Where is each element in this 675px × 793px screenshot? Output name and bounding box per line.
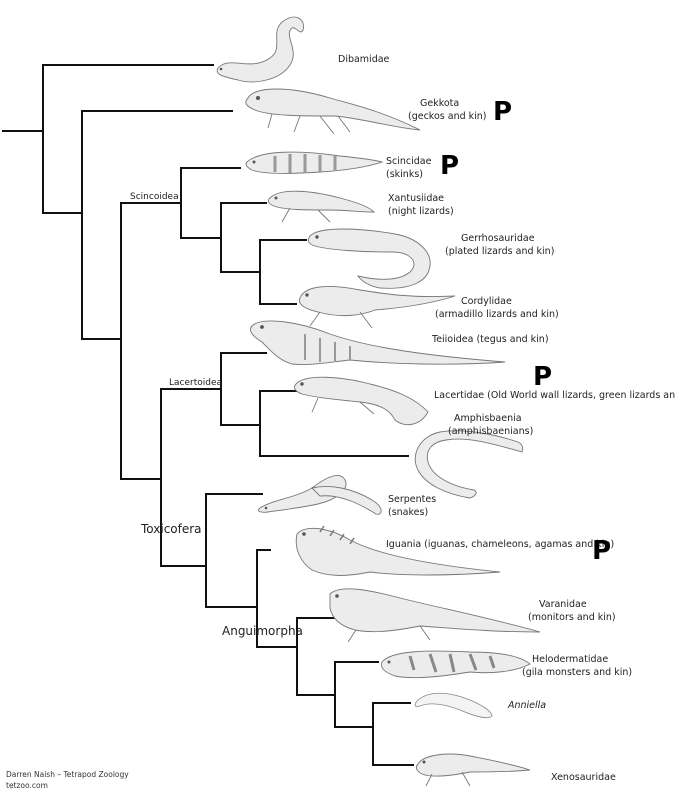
clade-scincoidea: Scincoidea xyxy=(130,192,179,202)
xenosaurid-illustration xyxy=(415,753,531,787)
label-xantusiidae-common: (night lizards) xyxy=(388,206,454,217)
gila-monster-illustration xyxy=(381,650,531,679)
label-gekkota: Gekkota xyxy=(420,98,459,109)
label-anniella: Anniella xyxy=(507,700,546,711)
label-dibamidae: Dibamidae xyxy=(338,54,390,65)
label-serpentes: Serpentes xyxy=(388,494,436,505)
label-amphisbaenia: Amphisbaenia xyxy=(454,413,522,424)
label-xenosauridae: Xenosauridae xyxy=(551,772,616,783)
dibamid-illustration xyxy=(216,16,305,83)
label-gerrhosauridae-common: (plated lizards and kin) xyxy=(445,246,554,257)
lacertid-illustration xyxy=(294,376,429,426)
label-helodermatidae-common: (gila monsters and kin) xyxy=(522,667,632,678)
credit-site: tetzoo.com xyxy=(6,781,48,790)
monitor-illustration xyxy=(329,588,541,643)
label-scincidae: Scincidae xyxy=(386,156,432,167)
tree-branches xyxy=(2,64,414,766)
clade-lacertoidea: Lacertoidea xyxy=(169,378,222,388)
label-gekkota-common: (geckos and kin) xyxy=(408,111,487,122)
clade-anguimorpha: Anguimorpha xyxy=(222,624,303,638)
label-teiioidea: Teiioidea (tegus and kin) xyxy=(431,334,549,345)
gerrhosaurid-illustration xyxy=(307,228,431,289)
label-scincidae-common: (skinks) xyxy=(386,169,423,180)
label-lacertidae: Lacertidae (Old World wall lizards, gree… xyxy=(434,390,675,401)
clade-toxicofera: Toxicofera xyxy=(140,522,202,536)
illustrations xyxy=(216,16,541,787)
label-xantusiidae: Xantusiidae xyxy=(388,193,444,204)
xantusiid-illustration xyxy=(267,190,376,223)
credit: Darren Naish – Tetrapod Zoology tetzoo.c… xyxy=(6,770,129,790)
label-amphisbaenia-common: (amphisbaenians) xyxy=(448,426,533,437)
label-cordylidae-common: (armadillo lizards and kin) xyxy=(435,309,559,320)
p-markers: P P P P xyxy=(440,97,611,566)
amphisbaenian-illustration xyxy=(414,430,524,499)
label-serpentes-common: (snakes) xyxy=(388,507,428,518)
p-marker-iguania: P xyxy=(592,536,611,566)
cordylid-illustration xyxy=(298,286,456,329)
skink-illustration xyxy=(245,151,384,174)
gecko-illustration xyxy=(245,88,421,135)
tegu-illustration xyxy=(250,320,506,365)
label-helodermatidae: Helodermatidae xyxy=(532,654,608,665)
label-varanidae: Varanidae xyxy=(539,599,587,610)
label-gerrhosauridae: Gerrhosauridae xyxy=(461,233,535,244)
snake-illustration xyxy=(257,475,382,515)
label-varanidae-common: (monitors and kin) xyxy=(528,612,616,623)
credit-author: Darren Naish – Tetrapod Zoology xyxy=(6,770,129,779)
iguana-illustration xyxy=(295,525,501,576)
p-marker-lacertidae: P xyxy=(533,362,552,392)
label-cordylidae: Cordylidae xyxy=(461,296,512,307)
clade-labels: Scincoidea Lacertoidea Toxicofera Anguim… xyxy=(130,192,303,638)
label-iguania: Iguania (iguanas, chameleons, agamas and… xyxy=(386,539,614,550)
p-marker-scincidae: P xyxy=(440,151,459,181)
anniella-illustration xyxy=(414,692,493,718)
taxon-labels: Dibamidae Gekkota (geckos and kin) Scinc… xyxy=(338,54,675,783)
p-marker-gekkota: P xyxy=(493,97,512,127)
